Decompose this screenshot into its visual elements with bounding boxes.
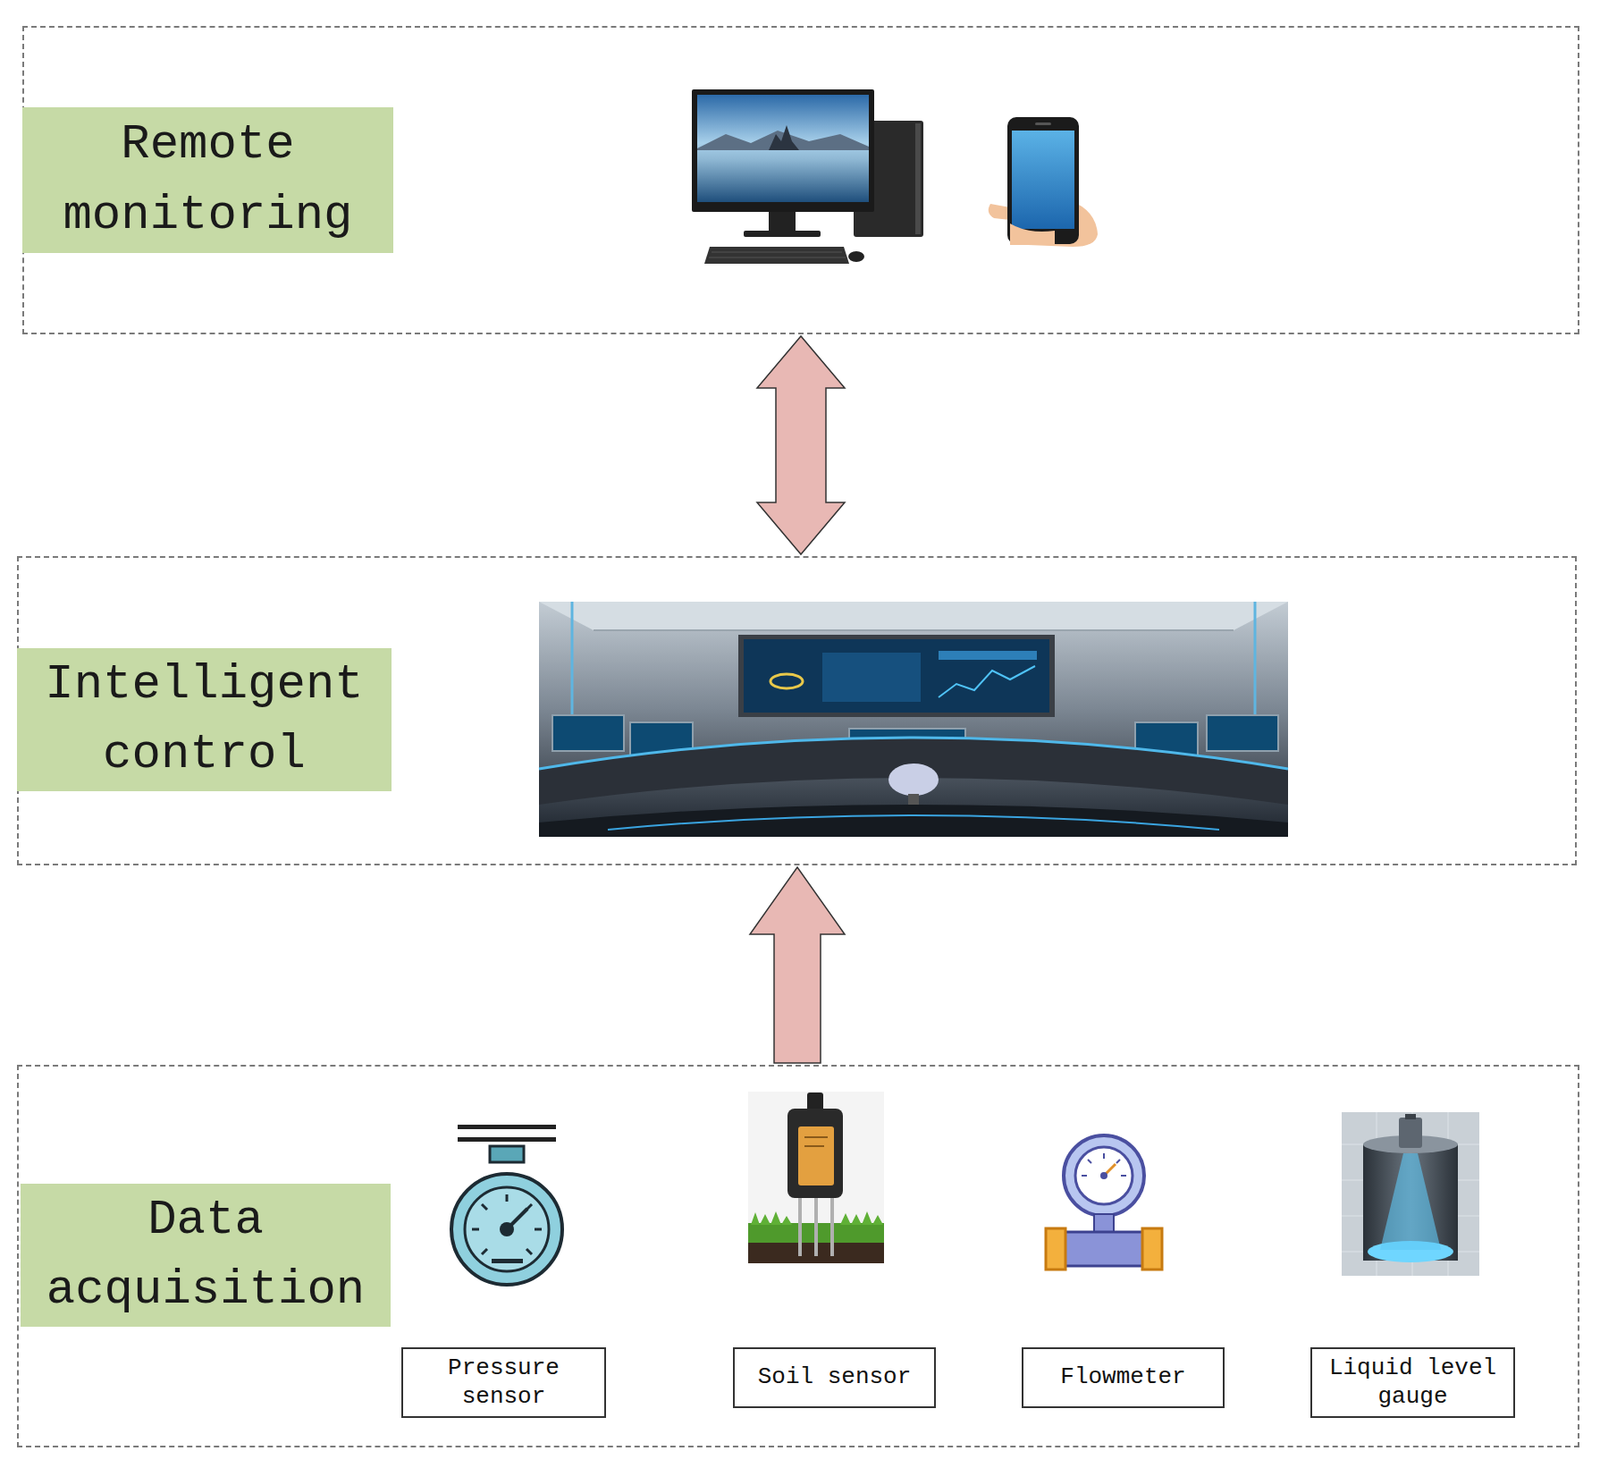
desktop-computer-part	[743, 230, 821, 237]
desktop-computer-part	[768, 125, 800, 151]
pressure-gauge-icon-part	[457, 1136, 556, 1142]
pressure-gauge-icon-part	[451, 1173, 563, 1285]
soil-sensor-icon-part-part	[798, 1195, 802, 1256]
control-room-picture-part	[538, 601, 1289, 837]
flowmeter-icon-part	[1100, 1171, 1108, 1179]
layer-band: Data acquisitionPressure sensor Soil sens…	[16, 1064, 1580, 1448]
control-room-picture-part	[822, 652, 921, 702]
control-room-picture-part	[571, 601, 574, 716]
smartphone	[988, 117, 1098, 247]
desktop-computer	[691, 89, 924, 264]
pressure-gauge-icon-part	[457, 1124, 556, 1129]
layer-band: Intelligent control	[16, 555, 1577, 866]
layer-label: Data acquisition	[20, 1183, 391, 1327]
liquid-level-gauge-icon	[1341, 1111, 1480, 1276]
sensor-label-box: Flowmeter	[1021, 1347, 1225, 1408]
control-room-picture-part	[770, 673, 803, 689]
flowmeter-icon-part-part	[1120, 1174, 1127, 1177]
block-arrow	[757, 336, 845, 555]
sensor-label-box: Pressure sensor	[401, 1347, 607, 1418]
pressure-gauge-icon-part-part	[526, 1248, 532, 1255]
desktop-computer-part	[848, 251, 865, 262]
control-room-picture-part	[738, 634, 1055, 717]
control-room-picture-part	[552, 715, 624, 751]
flowmeter-icon	[1045, 1135, 1163, 1270]
layer-label: Remote monitoring	[22, 107, 394, 253]
desktop-computer-part	[915, 123, 921, 235]
layer-label: Intelligent control	[16, 648, 392, 792]
pressure-gauge-icon-part-part	[481, 1248, 488, 1255]
control-room-picture-part	[1254, 601, 1257, 716]
sensor-label-box: Liquid level gauge	[1310, 1347, 1516, 1418]
smartphone-part	[1010, 223, 1055, 245]
soil-sensor-icon	[748, 1091, 885, 1264]
control-room-picture-part	[593, 629, 1234, 632]
smartphone-part	[1011, 130, 1075, 229]
flowmeter-icon-part-part	[1081, 1174, 1087, 1177]
soil-sensor-icon-part-part	[814, 1195, 818, 1256]
liquid-level-gauge-icon-part	[1398, 1117, 1423, 1148]
liquid-level-gauge-icon-part	[1380, 1153, 1441, 1250]
soil-sensor-icon-part	[787, 1108, 843, 1198]
control-room-picture-part	[888, 763, 939, 796]
flowmeter-icon-part-part	[1103, 1153, 1105, 1159]
smartphone-part	[1007, 117, 1079, 245]
desktop-computer-part	[711, 252, 843, 253]
soil-sensor-icon-part	[798, 1126, 834, 1186]
liquid-level-gauge-icon-part	[1341, 1111, 1480, 1276]
sensor-label-box: Soil sensor	[732, 1347, 936, 1408]
control-room-picture-part	[743, 639, 1050, 713]
sensor-label: Soil sensor	[757, 1363, 912, 1391]
control-room-picture	[538, 601, 1289, 837]
pressure-gauge-icon-part-part	[481, 1204, 488, 1210]
smartphone-part	[988, 203, 1011, 220]
liquid-level-gauge-icon-part	[1405, 1113, 1416, 1120]
control-room-picture-part	[538, 601, 1289, 631]
flowmeter-icon-part	[1045, 1228, 1066, 1270]
pressure-gauge-icon-part-part	[471, 1228, 480, 1231]
pressure-gauge-icon-part	[464, 1187, 549, 1272]
flowmeter-icon-part-part	[1116, 1159, 1120, 1163]
pressure-gauge-icon-part	[489, 1145, 524, 1163]
flowmeter-icon-part-part	[1087, 1159, 1092, 1163]
control-room-picture-part	[938, 665, 1036, 698]
liquid-level-gauge-icon-part	[1341, 1111, 1480, 1276]
control-room-picture-part	[938, 650, 1037, 660]
flowmeter-icon-part	[1094, 1213, 1114, 1232]
pressure-gauge-icon-part	[491, 1258, 523, 1264]
layer-band: Remote monitoring	[22, 25, 1580, 335]
soil-sensor-icon-part	[748, 1091, 885, 1264]
pressure-gauge-icon-part	[471, 1194, 542, 1255]
soil-sensor-icon-part-part	[830, 1195, 834, 1256]
flowmeter-icon-part	[1142, 1228, 1163, 1270]
flowmeter-icon-part	[1063, 1231, 1145, 1266]
desktop-computer-part	[691, 89, 875, 212]
block-arrow	[749, 867, 845, 1063]
sensor-label: Liquid level gauge	[1317, 1354, 1508, 1410]
liquid-level-gauge-icon-part	[1363, 1144, 1458, 1261]
control-room-picture-part	[1206, 715, 1279, 751]
flowmeter-icon-part	[1063, 1135, 1145, 1216]
soil-sensor-icon-part	[800, 1195, 833, 1256]
desktop-computer-part	[708, 257, 846, 259]
pressure-gauge-icon	[451, 1124, 563, 1285]
sensor-label: Pressure sensor	[408, 1354, 599, 1410]
soil-sensor-icon-part	[804, 1136, 828, 1138]
pressure-gauge-icon-part-part	[534, 1228, 542, 1231]
control-room-picture-part	[538, 804, 1289, 837]
desktop-computer-part	[697, 94, 869, 203]
pressure-gauge-icon-part-part	[505, 1194, 509, 1202]
flowmeter-icon-part	[1075, 1146, 1133, 1205]
desktop-computer-part	[768, 211, 796, 232]
sensor-label: Flowmeter	[1060, 1363, 1186, 1391]
pressure-gauge-icon-part	[499, 1221, 514, 1237]
smartphone-part	[1035, 122, 1052, 126]
desktop-computer-part	[704, 246, 850, 264]
soil-sensor-icon-part	[804, 1145, 825, 1147]
control-room-picture-part	[607, 815, 1220, 830]
